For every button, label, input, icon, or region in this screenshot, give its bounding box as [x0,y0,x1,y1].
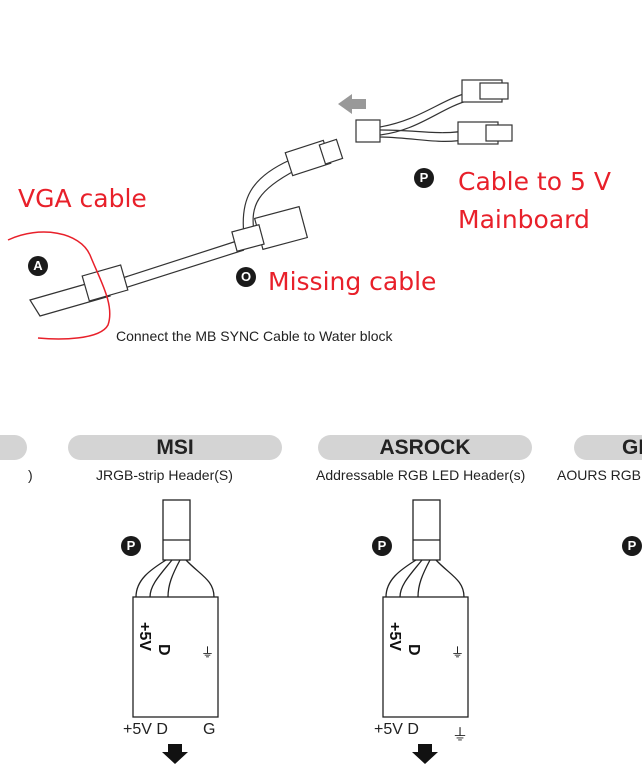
marker-p-asrock: P [372,536,392,556]
pin-d-label: D [405,644,422,656]
down-arrow-icon [412,744,438,764]
brand-pill-asrock: ASROCK [318,435,532,460]
down-arrow-icon [162,744,188,764]
pin-5v-label: +5V [136,622,153,651]
marker-p: P [414,168,434,188]
direction-arrow-icon [338,94,366,114]
missing-cable-annotation: Missing cable [268,267,437,296]
pins-msi: +5V D [123,721,168,738]
brand-pill-msi: MSI [68,435,282,460]
header-asrock: Addressable RGB LED Header(s) [316,467,526,483]
ground-icon: ⏚ [201,645,215,660]
vga-cable-annotation: VGA cable [18,184,147,213]
ground-msi: G [203,721,216,738]
pins-asrock: +5V D [374,721,419,738]
ground-icon: ⏚ [451,645,465,660]
pin-5v-label: +5V [386,622,403,651]
cable-5v-annotation: Cable to 5 V [458,167,611,196]
marker-o: O [236,267,256,287]
marker-p-gigabyte: P [622,536,642,556]
header-partial: ) [28,467,33,483]
brand-pill-gigabyte: GI [574,435,642,460]
header-gigabyte: AOURS RGB [557,467,642,483]
pin-d-label: D [155,644,172,656]
annotation-circle [7,231,111,340]
marker-a: A [28,256,48,276]
header-msi: JRGB-strip Header(S) [96,467,233,483]
ground-asrock: ⏚ [452,727,469,744]
marker-p-msi: P [121,536,141,556]
brand-pill-partial [0,435,27,460]
mainboard-annotation: Mainboard [458,205,590,234]
caption: Connect the MB SYNC Cable to Water block [116,328,393,344]
